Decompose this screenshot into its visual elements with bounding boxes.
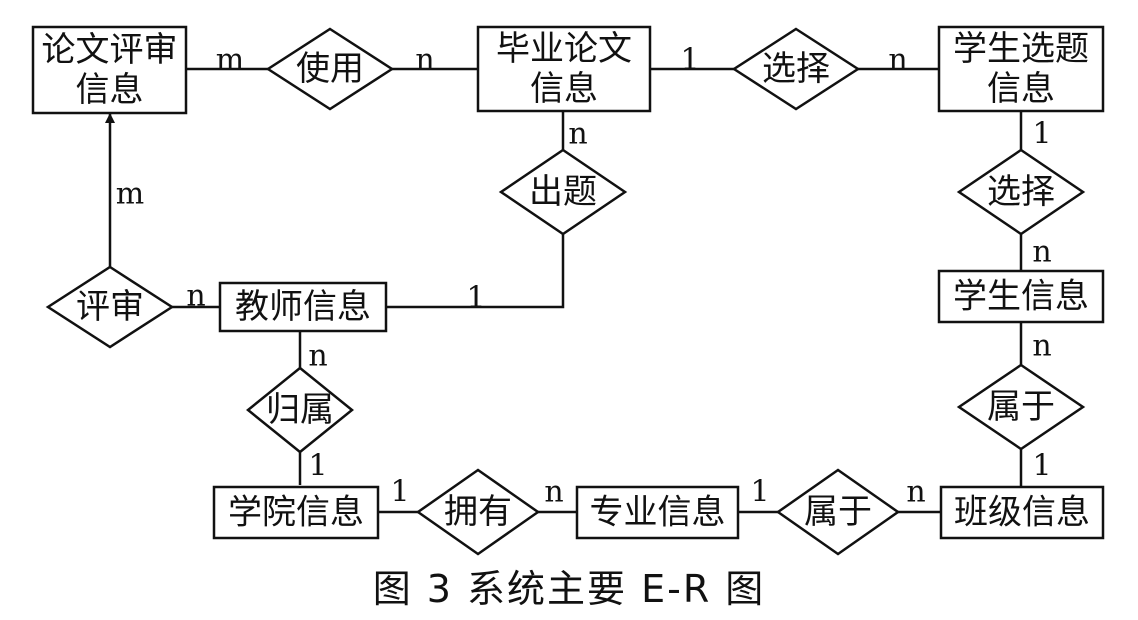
entity-label: 教师信息 [235, 287, 371, 327]
cardinality-belong1-college: 1 [308, 449, 327, 484]
cardinality-belong3-class: n [906, 475, 925, 510]
entity-label: 信息 [530, 69, 598, 109]
relationship-label: 选择 [987, 172, 1055, 212]
cardinality-set-thesis: n [568, 117, 587, 152]
relationship-label: 属于 [804, 492, 872, 532]
relationship-set: 出题 [498, 148, 628, 236]
entity-teacher: 教师信息 [218, 281, 388, 333]
relationship-diamond [415, 468, 541, 556]
relationship-belong1: 归属 [246, 366, 354, 454]
cardinality-evaluate-teacher: n [186, 279, 205, 314]
cardinality-set-teacher: 1 [466, 281, 485, 316]
entity-box [212, 485, 380, 540]
relationship-label: 选择 [762, 49, 830, 89]
relationship-belong2: 属于 [956, 363, 1086, 451]
relationship-label: 归属 [266, 390, 334, 430]
cardinality-belong2-class: 1 [1032, 449, 1051, 484]
relationship-diamond [45, 265, 175, 349]
relationship-diamond [498, 148, 628, 236]
relationship-label: 出题 [529, 172, 597, 212]
relationship-diamond [956, 148, 1086, 236]
entity-box [937, 25, 1105, 113]
cardinality-select1-thesis: 1 [680, 43, 699, 78]
entity-box [31, 25, 188, 115]
entity-label: 班级信息 [954, 493, 1090, 533]
relationship-label: 使用 [296, 49, 364, 89]
entity-box [575, 485, 740, 540]
entity-label: 专业信息 [590, 493, 726, 533]
relationship-diamond [246, 366, 354, 454]
cardinality-select2-selection: 1 [1032, 117, 1051, 152]
entity-major: 专业信息 [575, 485, 740, 540]
connector-lines [105, 67, 1023, 514]
entity-box [939, 485, 1105, 540]
relationship-diamond [775, 468, 901, 556]
relationship-select2: 选择 [956, 148, 1086, 236]
entity-label: 学院信息 [228, 493, 364, 533]
entity-label: 信息 [987, 69, 1055, 109]
cardinality-use-thesis: n [415, 43, 434, 78]
cardinality-select2-student: n [1032, 235, 1051, 270]
cardinality-evaluate-review: m [116, 177, 144, 212]
relationship-label: 属于 [987, 387, 1055, 427]
relationship-use: 使用 [265, 27, 395, 111]
cardinality-belong3-major: 1 [750, 475, 769, 510]
entity-box [476, 25, 652, 113]
entity-label: 学生选题 [953, 29, 1089, 69]
relationship-label: 评审 [76, 287, 144, 327]
entity-label: 学生信息 [953, 277, 1089, 317]
relationship-belong3: 属于 [775, 468, 901, 556]
entity-class: 班级信息 [939, 485, 1105, 540]
relationship-diamond [956, 363, 1086, 451]
entity-student: 学生信息 [937, 269, 1105, 324]
relationship-select1: 选择 [731, 27, 861, 111]
entity-label: 毕业论文 [496, 29, 632, 69]
relationship-evaluate: 评审 [45, 265, 175, 349]
entity-college: 学院信息 [212, 485, 380, 540]
relationship-diamond [731, 27, 861, 111]
cardinality-select1-selection: n [888, 43, 907, 78]
relationship-diamond [265, 27, 395, 111]
relationship-label: 拥有 [444, 492, 512, 532]
cardinality-belong1-teacher: n [308, 339, 327, 374]
entity-box [218, 281, 388, 333]
cardinality-use-review: m [216, 43, 244, 78]
cardinality-belong2-student: n [1032, 329, 1051, 364]
entity-label: 信息 [76, 70, 144, 110]
figure-caption: 图 3 系统主要 E-R 图 [372, 567, 766, 611]
cardinality-own-major: n [544, 475, 563, 510]
cardinality-own-college: 1 [390, 475, 409, 510]
entity-box [937, 269, 1105, 324]
entity-label: 论文评审 [42, 30, 178, 70]
relationship-own: 拥有 [415, 468, 541, 556]
